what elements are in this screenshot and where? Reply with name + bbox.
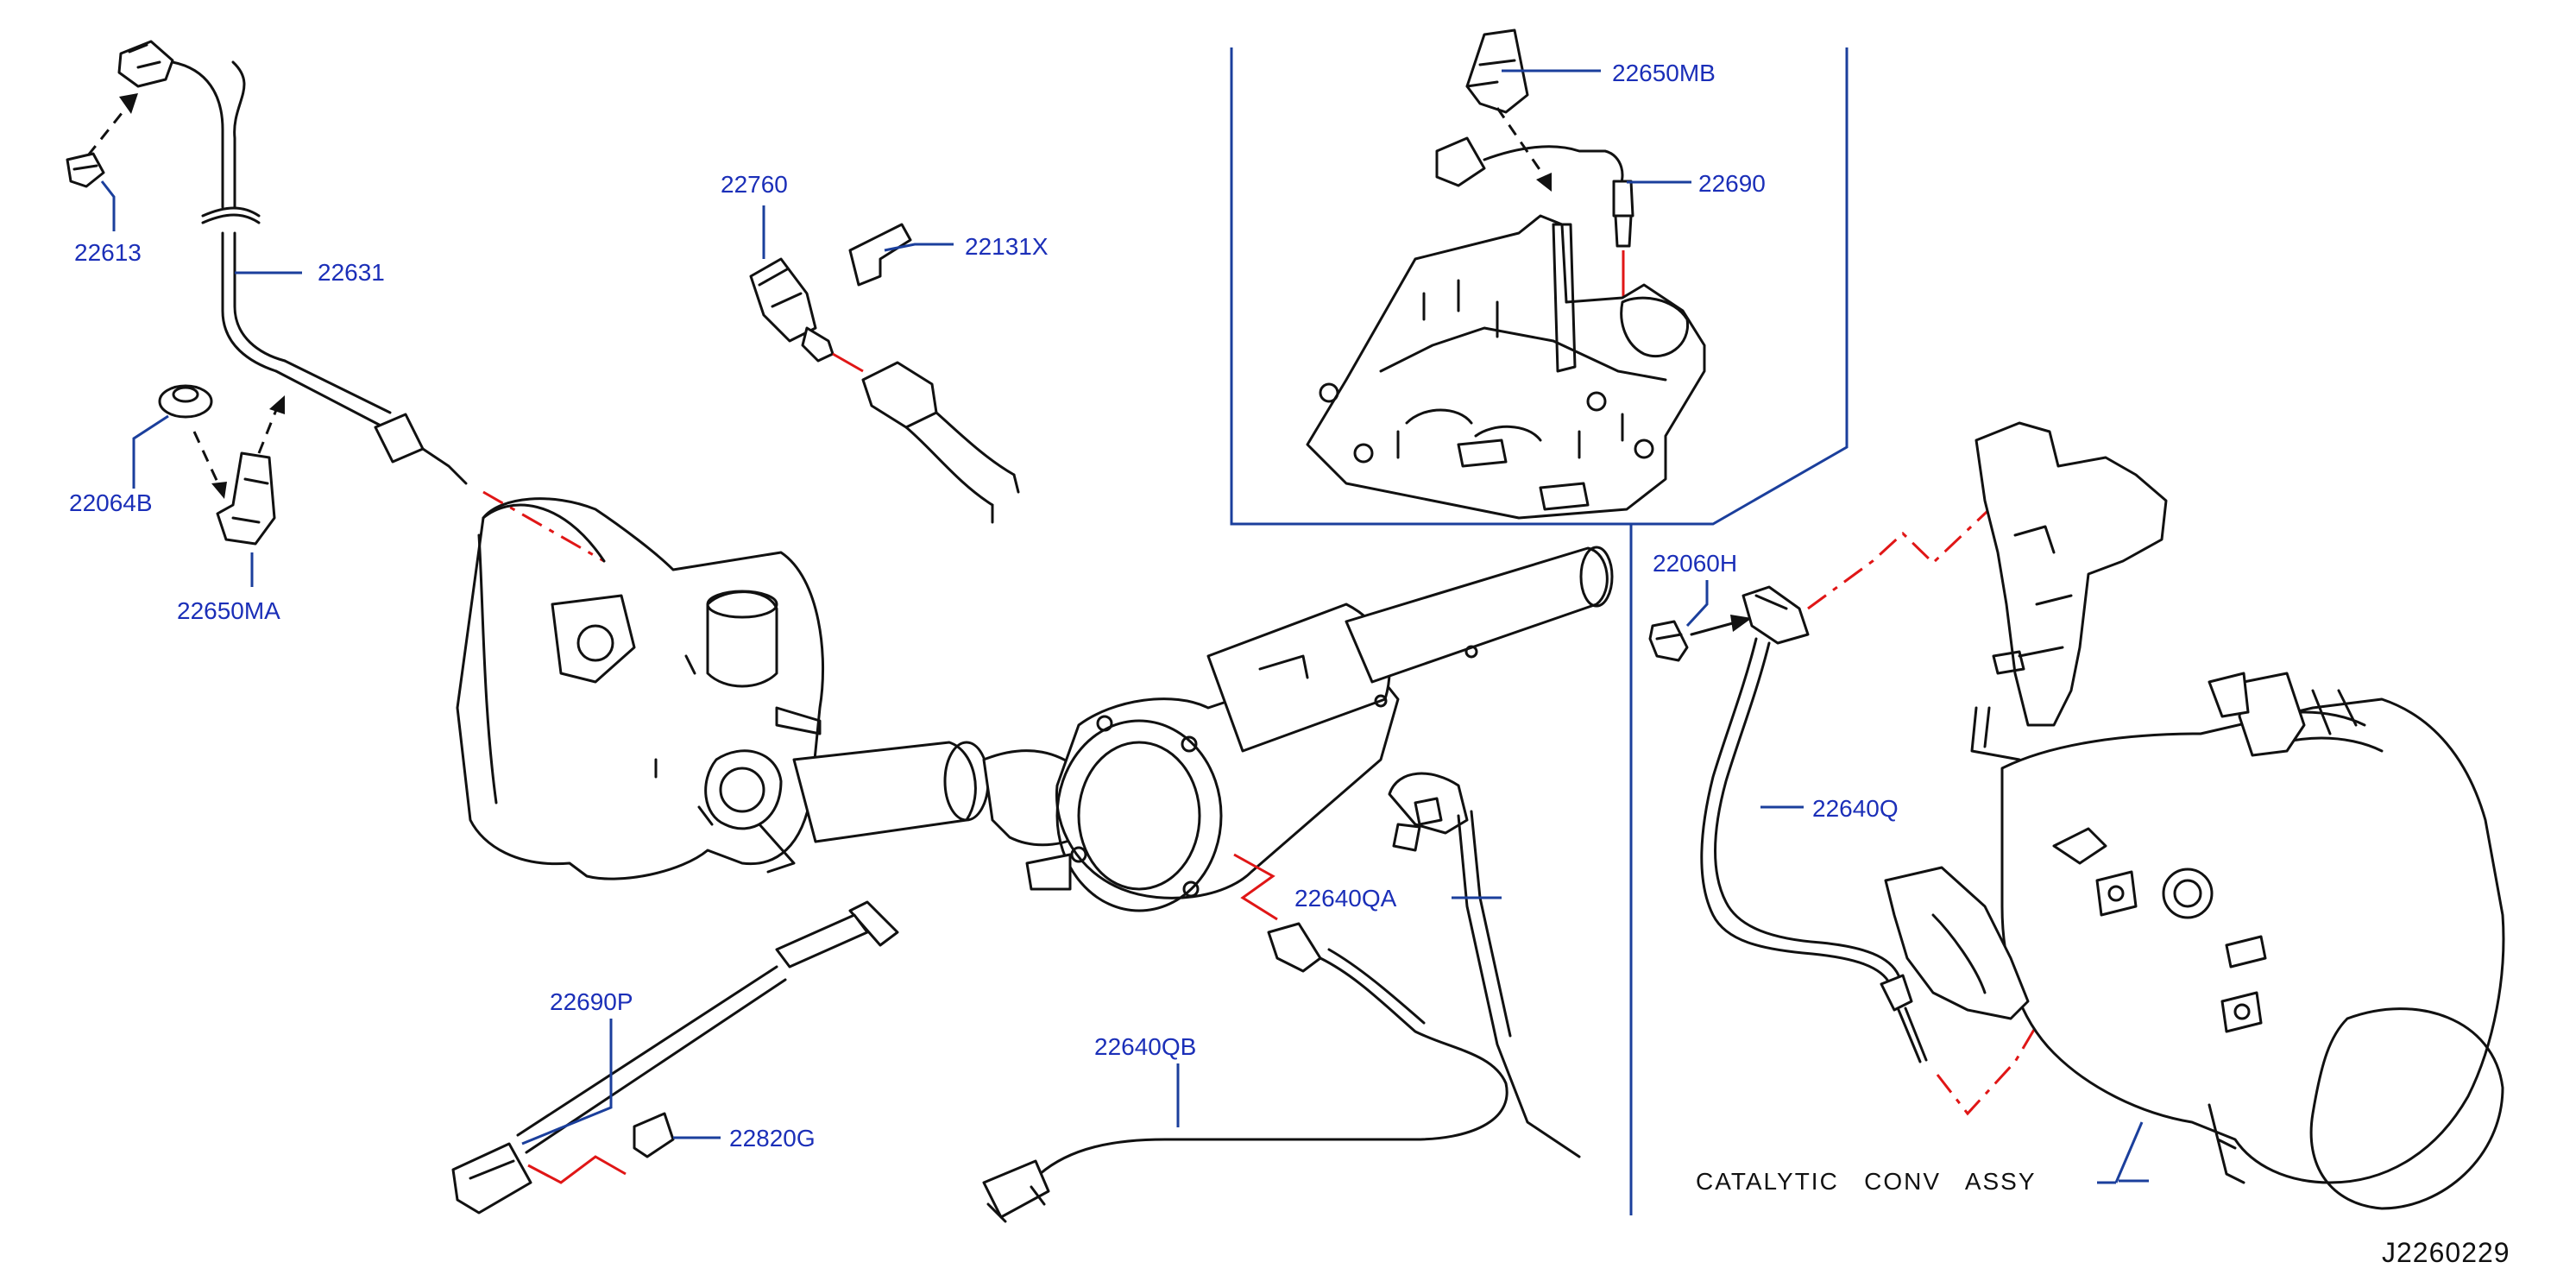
- bracket-22650MA: [216, 451, 276, 546]
- heat-shield-lower: [1884, 866, 2030, 1020]
- label-22650MA: 22650MA: [177, 597, 280, 624]
- label-22640Q: 22640Q: [1812, 795, 1899, 822]
- label-22060H: 22060H: [1653, 550, 1737, 577]
- arrow-22650MA: [257, 405, 280, 454]
- inset-sensor-22690: [1435, 28, 1634, 248]
- turbo-assembly: [456, 497, 824, 880]
- sensor-22640QA: [982, 922, 1508, 1223]
- red-line-22760: [832, 352, 864, 373]
- red-line-22640QA: [1233, 853, 1278, 921]
- arrow-22613: [86, 103, 131, 156]
- arrow-22064B: [192, 431, 222, 489]
- sensor-22760: [749, 257, 835, 363]
- clip-22060H: [1648, 620, 1689, 662]
- label-22690P: 22690P: [550, 988, 633, 1015]
- arrowhead-22064B: [211, 482, 227, 499]
- heat-shield-upper: [1970, 421, 2168, 761]
- label-22820G: 22820G: [729, 1125, 816, 1152]
- exhaust-pipe: [792, 741, 1093, 847]
- label-22064B: 22064B: [69, 489, 153, 516]
- arrow-22060H: [1690, 620, 1741, 636]
- arrowhead-22060H: [1730, 615, 1752, 632]
- arrowhead-22650MA: [269, 395, 285, 414]
- turbo-top-line: [482, 503, 606, 563]
- dpf-unit: [1025, 546, 1614, 912]
- inset-frame: [1230, 47, 1849, 526]
- arrow-22650MB: [1496, 107, 1546, 178]
- label-22131X: 22131X: [965, 233, 1049, 260]
- arrowhead-22650MB: [1536, 173, 1552, 192]
- clip-22131X: [848, 223, 912, 287]
- catalytic-converter: [2000, 672, 2505, 1210]
- inset-manifold: [1306, 214, 1706, 520]
- sensor-22690P: [451, 900, 899, 1215]
- leader-lines: [100, 69, 2149, 1184]
- label-22690: 22690: [1698, 170, 1766, 197]
- nut-22064B: [158, 384, 213, 419]
- sensor-center-loop: [1388, 772, 1581, 1158]
- arrowhead-22613: [119, 93, 138, 114]
- sensor-22631: [117, 40, 468, 485]
- label-22650MB: 22650MB: [1612, 60, 1716, 86]
- label-catalytic-conv-assy: CATALYTIC CONV ASSY: [1696, 1168, 2037, 1195]
- label-22613: 22613: [74, 239, 142, 266]
- clip-22820G: [633, 1112, 675, 1158]
- clip-22613: [66, 152, 105, 188]
- diagram-id: J2260229: [2382, 1237, 2510, 1268]
- red-line-22690P: [527, 1155, 627, 1184]
- label-22631: 22631: [318, 259, 385, 286]
- label-22640QA: 22640QA: [1294, 885, 1397, 912]
- label-22640QB: 22640QB: [1094, 1033, 1196, 1060]
- sensor-22640Q: [1700, 585, 1928, 1063]
- hose-22760: [861, 361, 1020, 524]
- label-22760: 22760: [721, 171, 788, 198]
